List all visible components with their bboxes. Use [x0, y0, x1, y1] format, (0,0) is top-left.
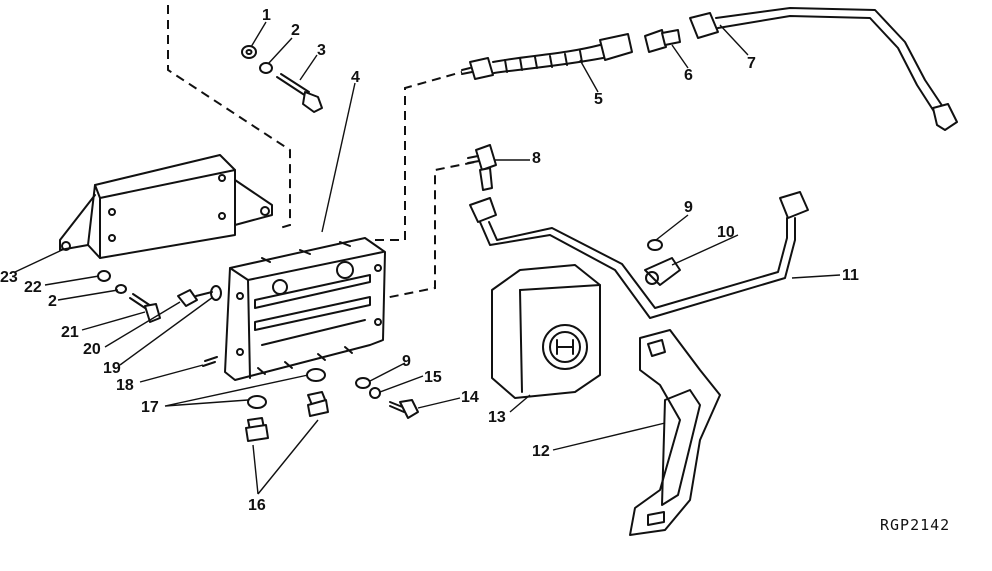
- washer-part: [241, 45, 257, 59]
- callout-7: 7: [747, 55, 756, 72]
- cap-screw-lower-part: [389, 399, 419, 419]
- callout-4: 4: [351, 69, 360, 86]
- callout-3: 3: [317, 42, 326, 59]
- cover-plate-part: [59, 154, 273, 259]
- plug-right-part: [307, 391, 329, 417]
- tube-assembly-part: [469, 191, 809, 319]
- callout-18: 18: [116, 377, 134, 394]
- callout-8: 8: [532, 150, 541, 167]
- callout-13: 13: [488, 409, 506, 426]
- washer-lower-part: [355, 377, 371, 389]
- washer-small-left-part: [97, 270, 111, 282]
- adapter-fitting-part: [644, 29, 681, 53]
- callout-19: 19: [103, 360, 121, 377]
- callout-leader-lines: [14, 21, 841, 495]
- callout-14: 14: [461, 389, 479, 406]
- callout-10: 10: [717, 224, 735, 241]
- manifold-housing-part: [224, 237, 386, 381]
- tube-clamp-part: [644, 257, 681, 286]
- callout-5: 5: [594, 91, 603, 108]
- stud-part: [202, 356, 218, 367]
- callout-labels: 1 2 3 4 5 6 7 8 9 10 11 12 13 14 15 9 16…: [0, 7, 859, 514]
- callout-2-lower: 2: [48, 293, 57, 310]
- callout-2: 2: [291, 22, 300, 39]
- assembly-dashed-lines: [167, 5, 476, 301]
- callout-9-lower: 9: [402, 353, 411, 370]
- o-ring-upper-part: [306, 368, 326, 382]
- callout-20: 20: [83, 341, 101, 358]
- filter-cover-part: [491, 264, 601, 399]
- callout-23: 23: [0, 269, 18, 286]
- callout-15: 15: [424, 369, 442, 386]
- callout-21: 21: [61, 324, 79, 341]
- callout-6: 6: [684, 67, 693, 84]
- flexible-hose-part: [461, 33, 633, 80]
- bolt-lower-left-part: [129, 293, 161, 323]
- callout-12: 12: [532, 443, 550, 460]
- callout-9-upper: 9: [684, 199, 693, 216]
- callout-22: 22: [24, 279, 42, 296]
- support-bracket-part: [629, 329, 721, 536]
- figure-reference-code: RGP2142: [880, 516, 950, 534]
- plug-left-part: [245, 417, 269, 442]
- callout-1: 1: [262, 7, 271, 24]
- lock-washer-small-left-part: [115, 284, 127, 294]
- bolt-upper-left-part: [177, 289, 213, 307]
- o-ring-lower-part: [247, 395, 267, 409]
- callout-16: 16: [248, 497, 266, 514]
- washer-upper-part: [647, 239, 663, 251]
- rigid-oil-line-part: [689, 7, 958, 131]
- callout-17: 17: [141, 399, 159, 416]
- lock-washer-part: [259, 62, 273, 74]
- lock-washer-lower-part: [369, 387, 381, 399]
- tee-fitting-part: [467, 144, 497, 191]
- cap-screw-part: [276, 73, 323, 113]
- callout-11: 11: [842, 267, 859, 284]
